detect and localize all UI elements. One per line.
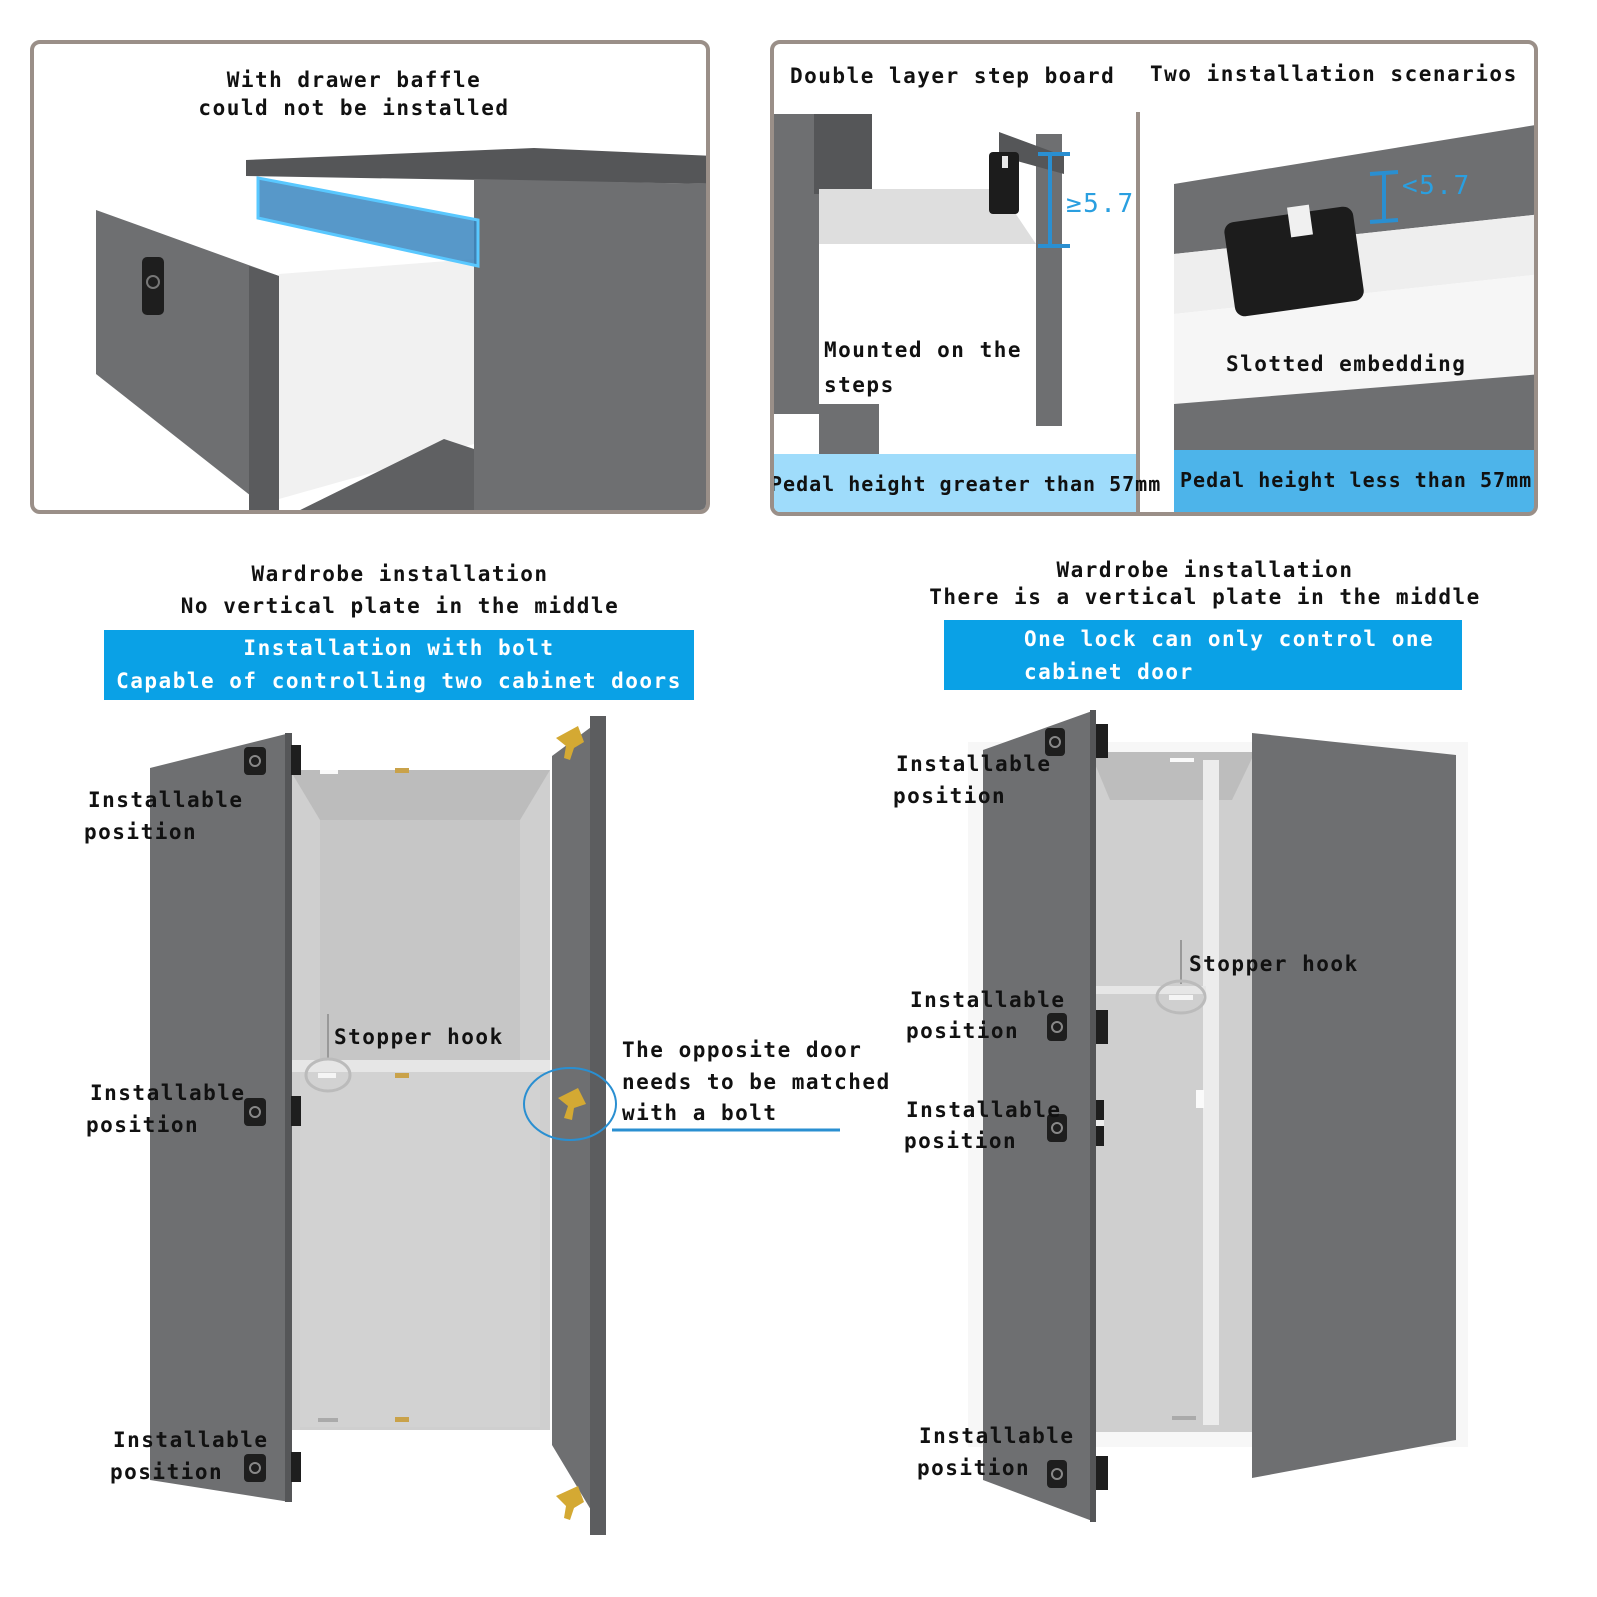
step-footer-bar-right	[1174, 450, 1534, 512]
right-banner-line1: One lock can only control one	[1024, 627, 1435, 651]
opposite-door-line3: with a bolt	[622, 1101, 778, 1125]
step-measure-label: ≥5.7	[1066, 189, 1135, 219]
opposite-door-line1: The opposite door	[622, 1038, 863, 1062]
left-pos-mid-1: Installable	[90, 1081, 246, 1105]
right-pos-bot-2: position	[917, 1456, 1031, 1480]
drawer-illustration	[96, 148, 706, 510]
scenarios-title: Two installation scenarios	[1150, 62, 1518, 86]
left-pos-mid-2: position	[86, 1113, 200, 1137]
left-pos-bot-1: Installable	[113, 1428, 269, 1452]
right-pos-bot-1: Installable	[919, 1424, 1075, 1448]
scenarios-measure-label: <5.7	[1402, 171, 1471, 201]
right-banner-line2: cabinet door	[1024, 660, 1194, 684]
right-heading-1: Wardrobe installation	[1056, 558, 1354, 582]
drawer-panel: With drawer baffle could not be installe…	[30, 40, 710, 514]
scenarios-footer-text: Pedal height less than 57mm	[1180, 468, 1533, 492]
right-pos-mid2-1: Installable	[906, 1098, 1062, 1122]
left-pos-bot-2: position	[110, 1460, 224, 1484]
left-heading-1: Wardrobe installation	[251, 562, 549, 586]
left-pos-top-2: position	[84, 820, 198, 844]
left-stopper-hook-label: Stopper hook	[334, 1025, 504, 1049]
drawer-caption-line2: could not be installed	[198, 96, 510, 120]
opposite-door-line2: needs to be matched	[622, 1070, 891, 1094]
left-heading-2: No vertical plate in the middle	[180, 594, 620, 618]
step-caption-line2: steps	[824, 373, 895, 397]
right-pos-top-1: Installable	[896, 752, 1052, 776]
step-board-panel: Double layer step board Two installation…	[770, 40, 1538, 516]
drawer-caption-line1: With drawer baffle	[226, 68, 482, 92]
right-pos-mid2-2: position	[904, 1129, 1018, 1153]
scenarios-caption: Slotted embedding	[1226, 352, 1467, 376]
right-pos-mid1-2: position	[906, 1019, 1020, 1043]
left-banner-line2: Capable of controlling two cabinet doors	[116, 669, 682, 693]
right-heading-2: There is a vertical plate in the middle	[929, 585, 1481, 609]
step-board-title: Double layer step board	[790, 64, 1116, 88]
step-caption-line1: Mounted on the	[824, 338, 1023, 362]
step-footer-bar-left	[774, 454, 1136, 512]
right-pos-mid1-1: Installable	[910, 988, 1066, 1012]
right-banner: One lock can only control one cabinet do…	[944, 620, 1462, 690]
left-banner-line1: Installation with bolt	[243, 636, 555, 660]
right-stopper-hook-label: Stopper hook	[1189, 952, 1359, 976]
right-pos-top-2: position	[893, 784, 1007, 808]
step-footer-text: Pedal height greater than 57mm	[770, 472, 1162, 496]
left-pos-top-1: Installable	[88, 788, 244, 812]
left-banner: Installation with bolt Capable of contro…	[104, 630, 694, 700]
